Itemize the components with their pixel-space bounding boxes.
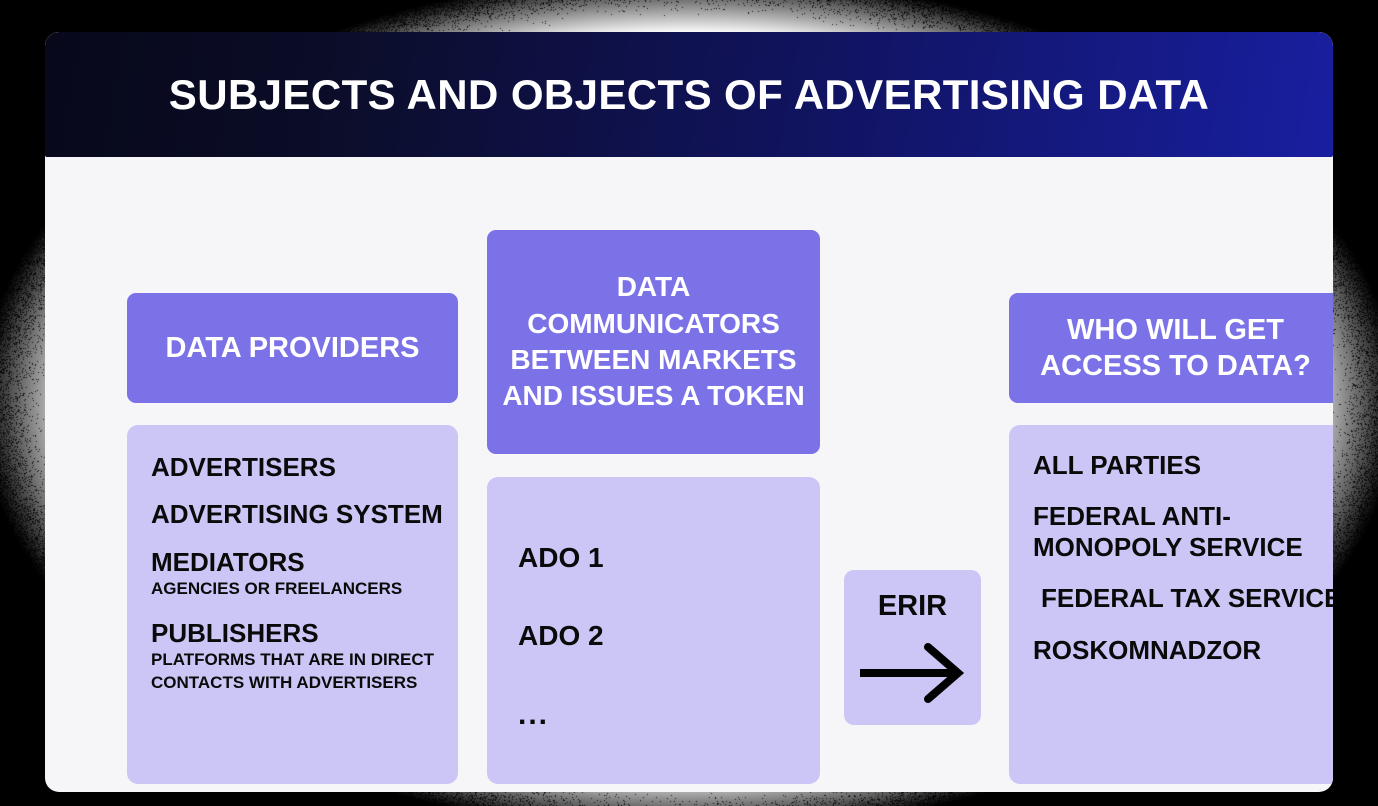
entry-title: MEDIATORS — [151, 547, 458, 577]
list-item: FEDERAL ANTI-MONOPOLY SERVICE — [1033, 501, 1333, 562]
list-item: ADO 2 — [518, 620, 820, 652]
entry-title: ALL PARTIES — [1033, 450, 1333, 480]
left-column-header-label: DATA PROVIDERS — [165, 330, 419, 366]
list-item: PUBLISHERS PLATFORMS THAT ARE IN DIRECT … — [151, 618, 458, 695]
list-item: ROSKOMNADZOR — [1033, 635, 1333, 665]
list-item: FEDERAL TAX SERVICE — [1033, 583, 1333, 613]
erir-label: ERIR — [844, 590, 981, 623]
center-column-body: ADO 1 ADO 2 ... — [487, 477, 820, 784]
center-column-header-label: DATA COMMUNICATORS BETWEEN MARKETS AND I… — [495, 269, 812, 415]
title-banner: SUBJECTS AND OBJECTS OF ADVERTISING DATA — [45, 32, 1333, 157]
entry-title: FEDERAL TAX SERVICE — [1041, 583, 1333, 613]
center-column-header: DATA COMMUNICATORS BETWEEN MARKETS AND I… — [487, 230, 820, 454]
page-title: SUBJECTS AND OBJECTS OF ADVERTISING DATA — [169, 71, 1209, 119]
left-column-body: ADVERTISERS ADVERTISING SYSTEM MEDIATORS… — [127, 425, 458, 784]
entry-subtitle: AGENCIES OR FREELANCERS — [151, 578, 458, 601]
entry-title: PUBLISHERS — [151, 618, 458, 648]
right-column-body: ALL PARTIES FEDERAL ANTI-MONOPOLY SERVIC… — [1009, 425, 1333, 784]
erir-box: ERIR — [844, 570, 981, 725]
entry-title: ADVERTISING SYSTEM — [151, 499, 458, 529]
entry-title: FEDERAL ANTI-MONOPOLY SERVICE — [1033, 501, 1333, 562]
entry-title: ADVERTISERS — [151, 452, 458, 482]
right-column-header: WHO WILL GET ACCESS TO DATA? — [1009, 293, 1333, 403]
entry-title: ROSKOMNADZOR — [1033, 635, 1333, 665]
arrow-right-icon — [858, 642, 968, 704]
list-item: ADVERTISERS — [151, 452, 458, 482]
list-item: MEDIATORS AGENCIES OR FREELANCERS — [151, 547, 458, 601]
diagram-card: SUBJECTS AND OBJECTS OF ADVERTISING DATA… — [45, 32, 1333, 792]
list-item: ALL PARTIES — [1033, 450, 1333, 480]
list-item: ADO 1 — [518, 542, 820, 574]
list-item-ellipsis: ... — [518, 698, 820, 732]
left-column-header: DATA PROVIDERS — [127, 293, 458, 403]
entry-subtitle: PLATFORMS THAT ARE IN DIRECT CONTACTS WI… — [151, 649, 458, 694]
right-column-header-label: WHO WILL GET ACCESS TO DATA? — [1017, 312, 1333, 385]
list-item: ADVERTISING SYSTEM — [151, 499, 458, 529]
